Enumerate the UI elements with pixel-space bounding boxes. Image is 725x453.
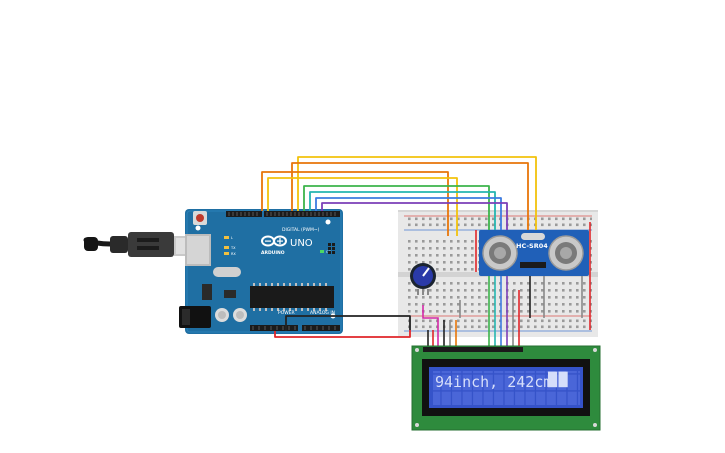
power-wires (274, 315, 411, 338)
arduino-logo-icon (261, 235, 287, 247)
arduino-uno-board[interactable]: DIGITAL (PWM~) TX RX L UNO ARDUINO ON (179, 209, 343, 334)
analog-header (302, 325, 340, 331)
icsp-header (328, 243, 335, 254)
analog-in-label: ANALOG IN (310, 310, 335, 316)
hc-sr04-sensor[interactable]: HC-SR04 (479, 230, 589, 276)
lcd-cursor-block-2 (558, 371, 568, 388)
wire-green (303, 185, 490, 236)
tx-label: TX (230, 246, 236, 250)
rx-led (224, 252, 229, 255)
digital-pwm-label: DIGITAL (PWM~) (282, 227, 320, 233)
arduino-label: ARDUINO (261, 250, 285, 256)
lcd-pin-header (423, 347, 523, 352)
uno-label: UNO (290, 238, 313, 249)
lcd-line-1: 94inch, 242cm (435, 373, 552, 391)
rx-label: RX (231, 252, 236, 256)
lcd-module[interactable]: 94inch, 242cm (411, 345, 601, 431)
wire-yellow-mid (267, 177, 458, 236)
l-led (224, 236, 229, 239)
potentiometer[interactable] (410, 263, 436, 295)
reset-button-cap[interactable] (196, 214, 204, 222)
power-header (250, 325, 298, 331)
wire-red-power (274, 330, 411, 338)
wire-black-gnd (285, 315, 411, 331)
wire-teal (309, 191, 496, 236)
wire-yellow-top (297, 156, 537, 230)
breadboard-jumpers (459, 222, 591, 330)
sensor-model-label: HC-SR04 (516, 242, 548, 250)
signal-wires (261, 156, 537, 236)
sensor-pins (520, 262, 546, 268)
wire-orange-left (261, 171, 449, 236)
power-label: POWER (278, 310, 295, 316)
atmega-chip (250, 286, 334, 308)
tx-led (224, 246, 229, 249)
l-label: L (231, 236, 233, 240)
wire-orange-top (291, 162, 529, 230)
lcd-wires (422, 276, 520, 352)
wire-blue (315, 197, 502, 236)
lcd-cursor-block-1 (548, 371, 558, 388)
wire-purple (321, 202, 508, 236)
sensor-crystal (521, 233, 545, 240)
on-led (320, 250, 324, 253)
crystal-oscillator (213, 267, 241, 277)
